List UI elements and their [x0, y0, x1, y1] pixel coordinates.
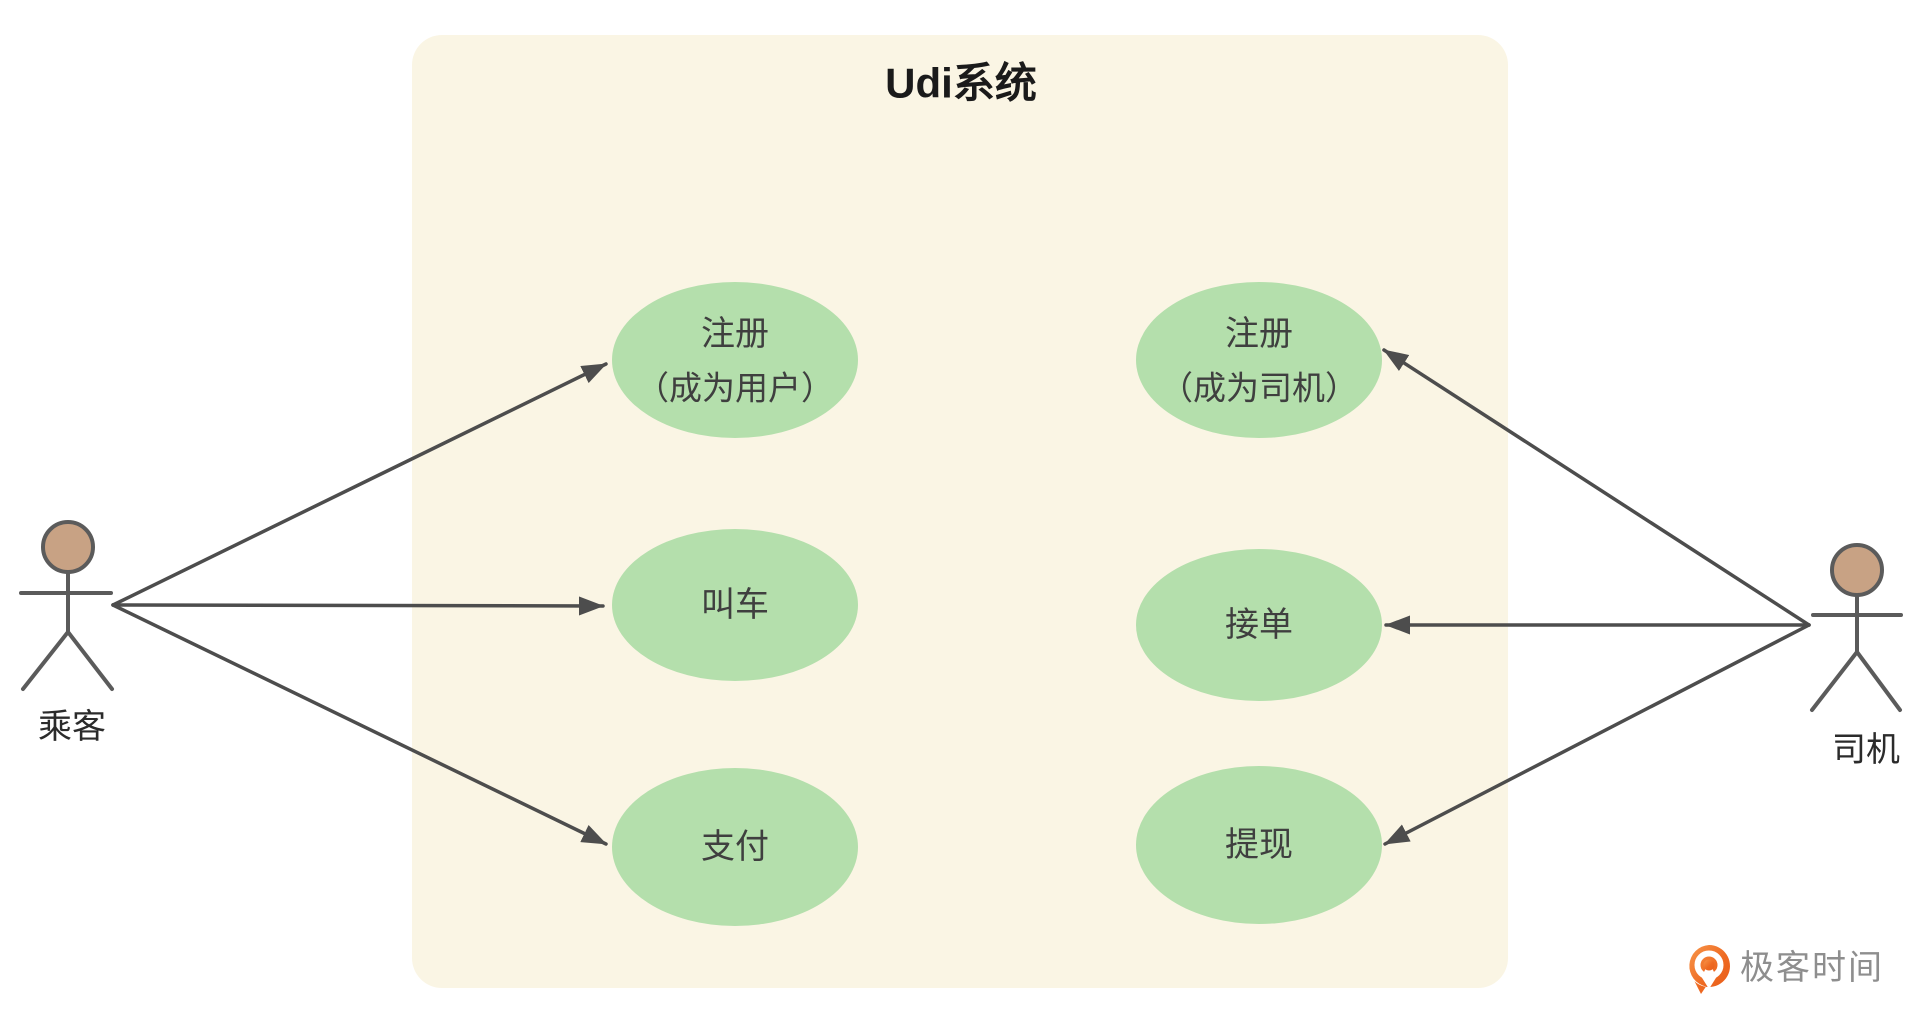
system-title: Udi系统	[885, 60, 1037, 107]
association-passenger-register	[111, 362, 608, 607]
usecase-register-user-label-line1: 注册	[701, 315, 769, 353]
usecase-register-user-label-line2: （成为用户）	[636, 370, 834, 407]
usecases-driver: 注册 （成为司机） 接单 提现	[1136, 282, 1382, 924]
logo-ring-center	[1703, 959, 1715, 971]
actor-passenger-head	[41, 520, 95, 574]
usecase-pay-label: 支付	[701, 828, 769, 866]
usecases-passenger: 注册 （成为用户） 叫车 支付	[612, 282, 858, 926]
usecase-register-user-ellipse	[612, 282, 858, 438]
geektime-logo-icon	[1689, 945, 1730, 994]
usecase-register-user: 注册 （成为用户）	[612, 282, 858, 438]
usecase-withdraw-label: 提现	[1225, 826, 1293, 864]
association-driver-withdraw	[1383, 623, 1811, 846]
usecase-accept-order-ellipse	[1136, 549, 1382, 701]
usecase-register-driver-label-line1: 注册	[1225, 315, 1293, 353]
logo-arrow	[1701, 962, 1717, 989]
association-passenger-pay	[111, 603, 608, 846]
associations-passenger	[111, 362, 608, 846]
association-passenger-callcar	[111, 596, 605, 616]
usecase-register-driver: 注册 （成为司机）	[1136, 282, 1382, 438]
usecase-pay-ellipse	[612, 768, 858, 926]
actor-passenger-leg-left	[21, 630, 70, 691]
actor-passenger-leg-right	[66, 630, 114, 691]
usecase-pay: 支付	[612, 768, 858, 926]
usecase-withdraw: 提现	[1136, 766, 1382, 924]
usecase-accept-order: 接单	[1136, 549, 1382, 701]
actor-passenger: 乘客	[19, 520, 114, 746]
usecase-callcar: 叫车	[612, 529, 858, 681]
actor-driver: 司机	[1810, 543, 1903, 769]
geektime-logo-text: 极客时间	[1740, 949, 1884, 987]
geektime-logo: 极客时间	[1689, 945, 1884, 994]
usecase-callcar-label: 叫车	[701, 586, 769, 624]
usecase-register-driver-label-line2: （成为司机）	[1160, 370, 1358, 407]
association-driver-register	[1382, 348, 1811, 627]
usecase-callcar-ellipse	[612, 529, 858, 681]
actor-driver-leg-right	[1855, 650, 1902, 712]
usecase-withdraw-ellipse	[1136, 766, 1382, 924]
actor-driver-label: 司机	[1832, 731, 1900, 769]
system-boundary	[412, 35, 1508, 988]
usecase-accept-order-label: 接单	[1225, 606, 1293, 644]
usecase-register-driver-ellipse	[1136, 282, 1382, 438]
actor-driver-head	[1830, 543, 1884, 597]
associations-driver	[1382, 348, 1811, 846]
actor-passenger-label: 乘客	[38, 708, 106, 746]
actor-driver-leg-left	[1810, 650, 1859, 712]
